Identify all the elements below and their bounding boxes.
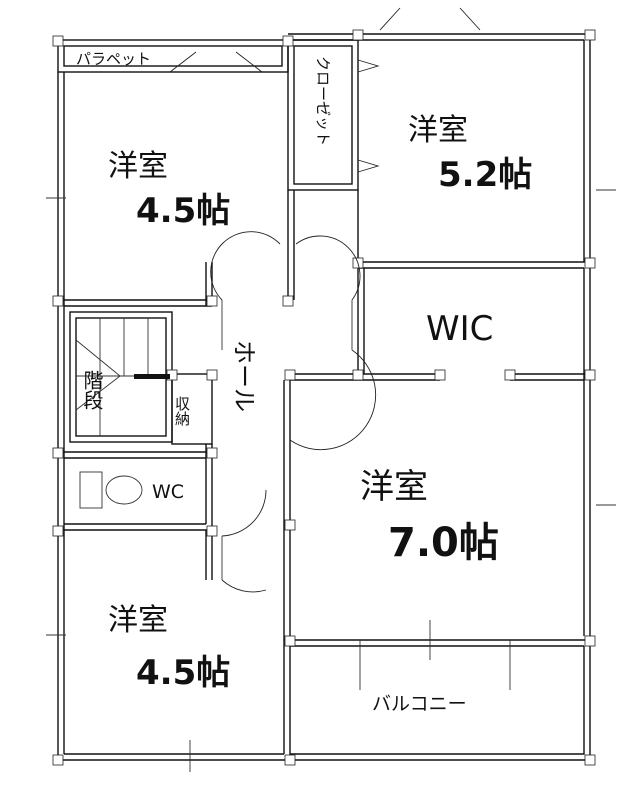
room-se-size: 7.0帖	[388, 520, 499, 566]
wc-label: WC	[152, 481, 184, 503]
wic-label: WIC	[426, 309, 493, 349]
room-nw-name: 洋室	[108, 149, 168, 184]
closet-label: クローゼット	[314, 56, 332, 146]
room-ne-name: 洋室	[408, 113, 468, 148]
room-sw-size: 4.5帖	[136, 653, 230, 693]
room-nw-size: 4.5帖	[136, 191, 230, 231]
room-labels: パラペット 洋室 4.5帖 クローゼット 洋室 5.2帖 WIC ホール 階段 …	[76, 50, 532, 715]
hall-label: ホール	[230, 340, 258, 412]
parapet-label: パラペット	[76, 50, 151, 68]
interior-walls	[58, 39, 590, 647]
doors	[46, 7, 616, 772]
storage-label: 収納	[173, 396, 191, 427]
room-sw-name: 洋室	[108, 603, 168, 638]
room-ne-size: 5.2帖	[438, 155, 532, 195]
stairs-label: 階段	[80, 370, 104, 410]
room-se-name: 洋室	[360, 467, 428, 507]
balcony-label: バルコニー	[372, 693, 467, 715]
